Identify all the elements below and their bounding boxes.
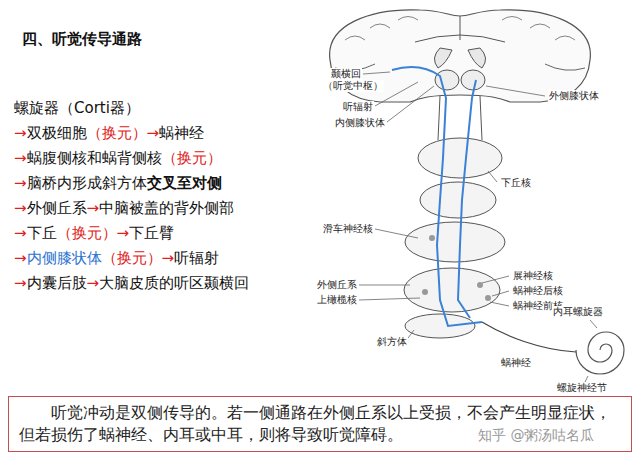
pons-section — [420, 182, 496, 218]
flow-line: →内侧膝状体（换元）→听辐射 — [14, 248, 219, 268]
flow-arrow: → — [14, 224, 27, 242]
nucleus-dot — [422, 289, 428, 295]
relay-note: （换元） — [87, 124, 147, 142]
cochlea-spiral — [576, 332, 624, 374]
flow-text: 下丘 — [27, 224, 57, 242]
slide-title: 四、听觉传导通路 — [22, 30, 142, 49]
structure-label: 内侧膝状体 — [334, 117, 386, 129]
flow-text: 外侧丘系 — [27, 199, 87, 217]
flow-arrow: → — [147, 124, 160, 142]
structure-label: 听辐射 — [342, 101, 374, 113]
flow-text: 交叉至对侧 — [147, 174, 222, 192]
flow-line: →蜗腹侧核和蜗背侧核（换元） — [14, 148, 222, 168]
lateral-sulcus — [335, 64, 585, 70]
flow-text: 中脑被盖的背外侧部 — [99, 199, 234, 217]
structure-label: 上橄榄核 — [316, 294, 358, 306]
auditory-pathway — [458, 80, 476, 318]
flow-text: 听辐射 — [174, 249, 219, 267]
structure-label: 斜方体 — [376, 336, 408, 348]
auditory-pathway — [392, 67, 482, 326]
nucleus-dot — [429, 235, 435, 241]
flow-line: →下丘（换元）→下丘臂 — [14, 223, 174, 243]
flow-text: 双极细胞 — [27, 124, 87, 142]
flow-text: 蜗腹侧核和蜗背侧核 — [27, 149, 162, 167]
flow-arrow: → — [14, 199, 27, 217]
structure-label: 下丘核 — [500, 177, 532, 189]
flow-line: →外侧丘系→中脑被盖的背外侧部 — [14, 198, 234, 218]
flow-line: →脑桥内形成斜方体交叉至对侧 — [14, 173, 222, 193]
flow-text: 内囊后肢 — [27, 274, 87, 292]
structure-label: 外侧膝状体 — [548, 90, 600, 102]
relay-note: （换元） — [57, 224, 117, 242]
relay-note: （换元） — [162, 149, 222, 167]
cochlear-nerve — [482, 322, 576, 352]
flow-line: 螺旋器（Corti器） — [14, 98, 140, 118]
pons-section — [405, 222, 505, 262]
structure-label: 蜗神经后核 — [512, 285, 564, 297]
structure-label: 内耳螺旋器 — [552, 306, 604, 318]
midline — [460, 16, 461, 40]
structure-label: 颞横回 — [330, 68, 362, 80]
structure-label: 蜗神经 — [500, 357, 532, 369]
flow-arrow: → — [14, 149, 27, 167]
flow-arrow: → — [14, 274, 27, 292]
flow-text: 螺旋器（Corti器） — [14, 99, 140, 117]
flow-text: 下丘臂 — [129, 224, 174, 242]
flow-arrow: → — [117, 224, 130, 242]
flow-arrow: → — [87, 274, 100, 292]
thalamus — [461, 70, 485, 90]
thalamus — [435, 70, 459, 90]
flow-text: 脑桥内形成斜方体 — [27, 174, 147, 192]
relay-note: （换元） — [102, 249, 162, 267]
structure-label: 展神经核 — [512, 270, 554, 282]
medulla-section — [404, 268, 500, 312]
structure-label: （听觉中枢） — [322, 80, 384, 92]
flow-arrow: → — [162, 249, 175, 267]
flow-text: 内侧膝状体 — [27, 249, 102, 267]
structure-label: 滑车神经核 — [322, 223, 374, 235]
midbrain-section — [418, 138, 502, 178]
nucleus-dot — [485, 295, 491, 301]
flow-arrow: → — [87, 199, 100, 217]
flow-line: →双极细胞（换元）→蜗神经 — [14, 123, 204, 143]
flow-text: 大脑皮质的听区颞横回 — [99, 274, 249, 292]
flow-line: →内囊后肢→大脑皮质的听区颞横回 — [14, 273, 249, 293]
leader-line — [359, 72, 597, 382]
note-box: 听觉冲动是双侧传导的。若一侧通路在外侧丘系以上受损，不会产生明显症状，但若损伤了… — [8, 396, 632, 452]
flow-arrow: → — [14, 174, 27, 192]
flow-text: 蜗神经 — [159, 124, 204, 142]
ventricles — [434, 48, 485, 68]
flow-arrow: → — [14, 124, 27, 142]
gyri — [345, 17, 575, 41]
flow-arrow: → — [14, 249, 27, 267]
structure-label: 外侧丘系 — [316, 279, 358, 291]
watermark: 知乎 @粥汤咕名瓜 — [478, 426, 594, 444]
structure-label: 螺旋神经节 — [556, 382, 608, 394]
trapezoid-section — [405, 314, 475, 338]
